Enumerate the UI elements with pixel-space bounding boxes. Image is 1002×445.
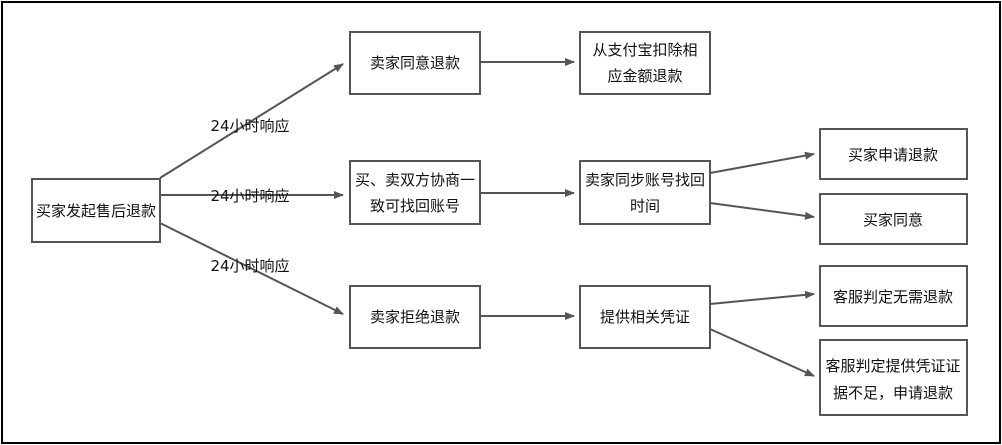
node-negotiate-line1: 买、卖双方协商一 <box>355 171 475 189</box>
node-sync: 卖家同步账号找回 时间 <box>579 160 711 225</box>
node-deduct: 从支付宝扣除相 应金额退款 <box>579 31 711 95</box>
node-cs-insufficient-line1: 客服判定提供凭证证 <box>825 357 960 375</box>
node-start: 买家发起售后退款 <box>31 178 161 243</box>
node-deduct-line1: 从支付宝扣除相 <box>592 41 697 59</box>
edge-label-24h-refuse: 24小时响应 <box>210 257 289 275</box>
node-buyer-agree: 买家同意 <box>819 193 968 245</box>
node-buyer-apply: 买家申请退款 <box>819 128 968 180</box>
node-agree: 卖家同意退款 <box>349 31 481 95</box>
edge-evidence-to-cs-no-refund <box>709 290 815 305</box>
node-refuse-text: 卖家拒绝退款 <box>370 308 460 326</box>
edge-start-to-agree <box>159 63 344 179</box>
node-buyer-agree-text: 买家同意 <box>863 211 923 229</box>
node-deduct-line2: 应金额退款 <box>607 67 682 85</box>
node-cs-no-refund-text: 客服判定无需退款 <box>833 288 953 306</box>
node-refuse: 卖家拒绝退款 <box>349 285 481 349</box>
node-cs-insufficient: 客服判定提供凭证证 据不足，申请退款 <box>819 339 968 416</box>
node-sync-line2: 时间 <box>630 197 660 215</box>
node-buyer-apply-text: 买家申请退款 <box>848 146 938 164</box>
edge-sync-to-buyer-agree <box>709 202 815 220</box>
node-start-text: 买家发起售后退款 <box>36 202 156 220</box>
edge-label-24h-agree: 24小时响应 <box>210 117 289 135</box>
edge-evidence-to-cs-insufficient <box>709 328 815 377</box>
node-negotiate-line2: 致可找回账号 <box>370 197 460 215</box>
node-evidence: 提供相关凭证 <box>579 285 711 349</box>
node-cs-no-refund: 客服判定无需退款 <box>819 265 968 327</box>
node-agree-text: 卖家同意退款 <box>370 54 460 72</box>
node-sync-line1: 卖家同步账号找回 <box>585 171 705 189</box>
node-negotiate: 买、卖双方协商一 致可找回账号 <box>349 160 481 225</box>
edge-start-to-refuse <box>159 222 344 315</box>
node-evidence-text: 提供相关凭证 <box>600 308 690 326</box>
edge-sync-to-buyer-apply <box>709 151 815 174</box>
node-cs-insufficient-line2: 据不足，申请退款 <box>833 384 953 402</box>
edge-label-24h-negotiate: 24小时响应 <box>210 187 289 205</box>
